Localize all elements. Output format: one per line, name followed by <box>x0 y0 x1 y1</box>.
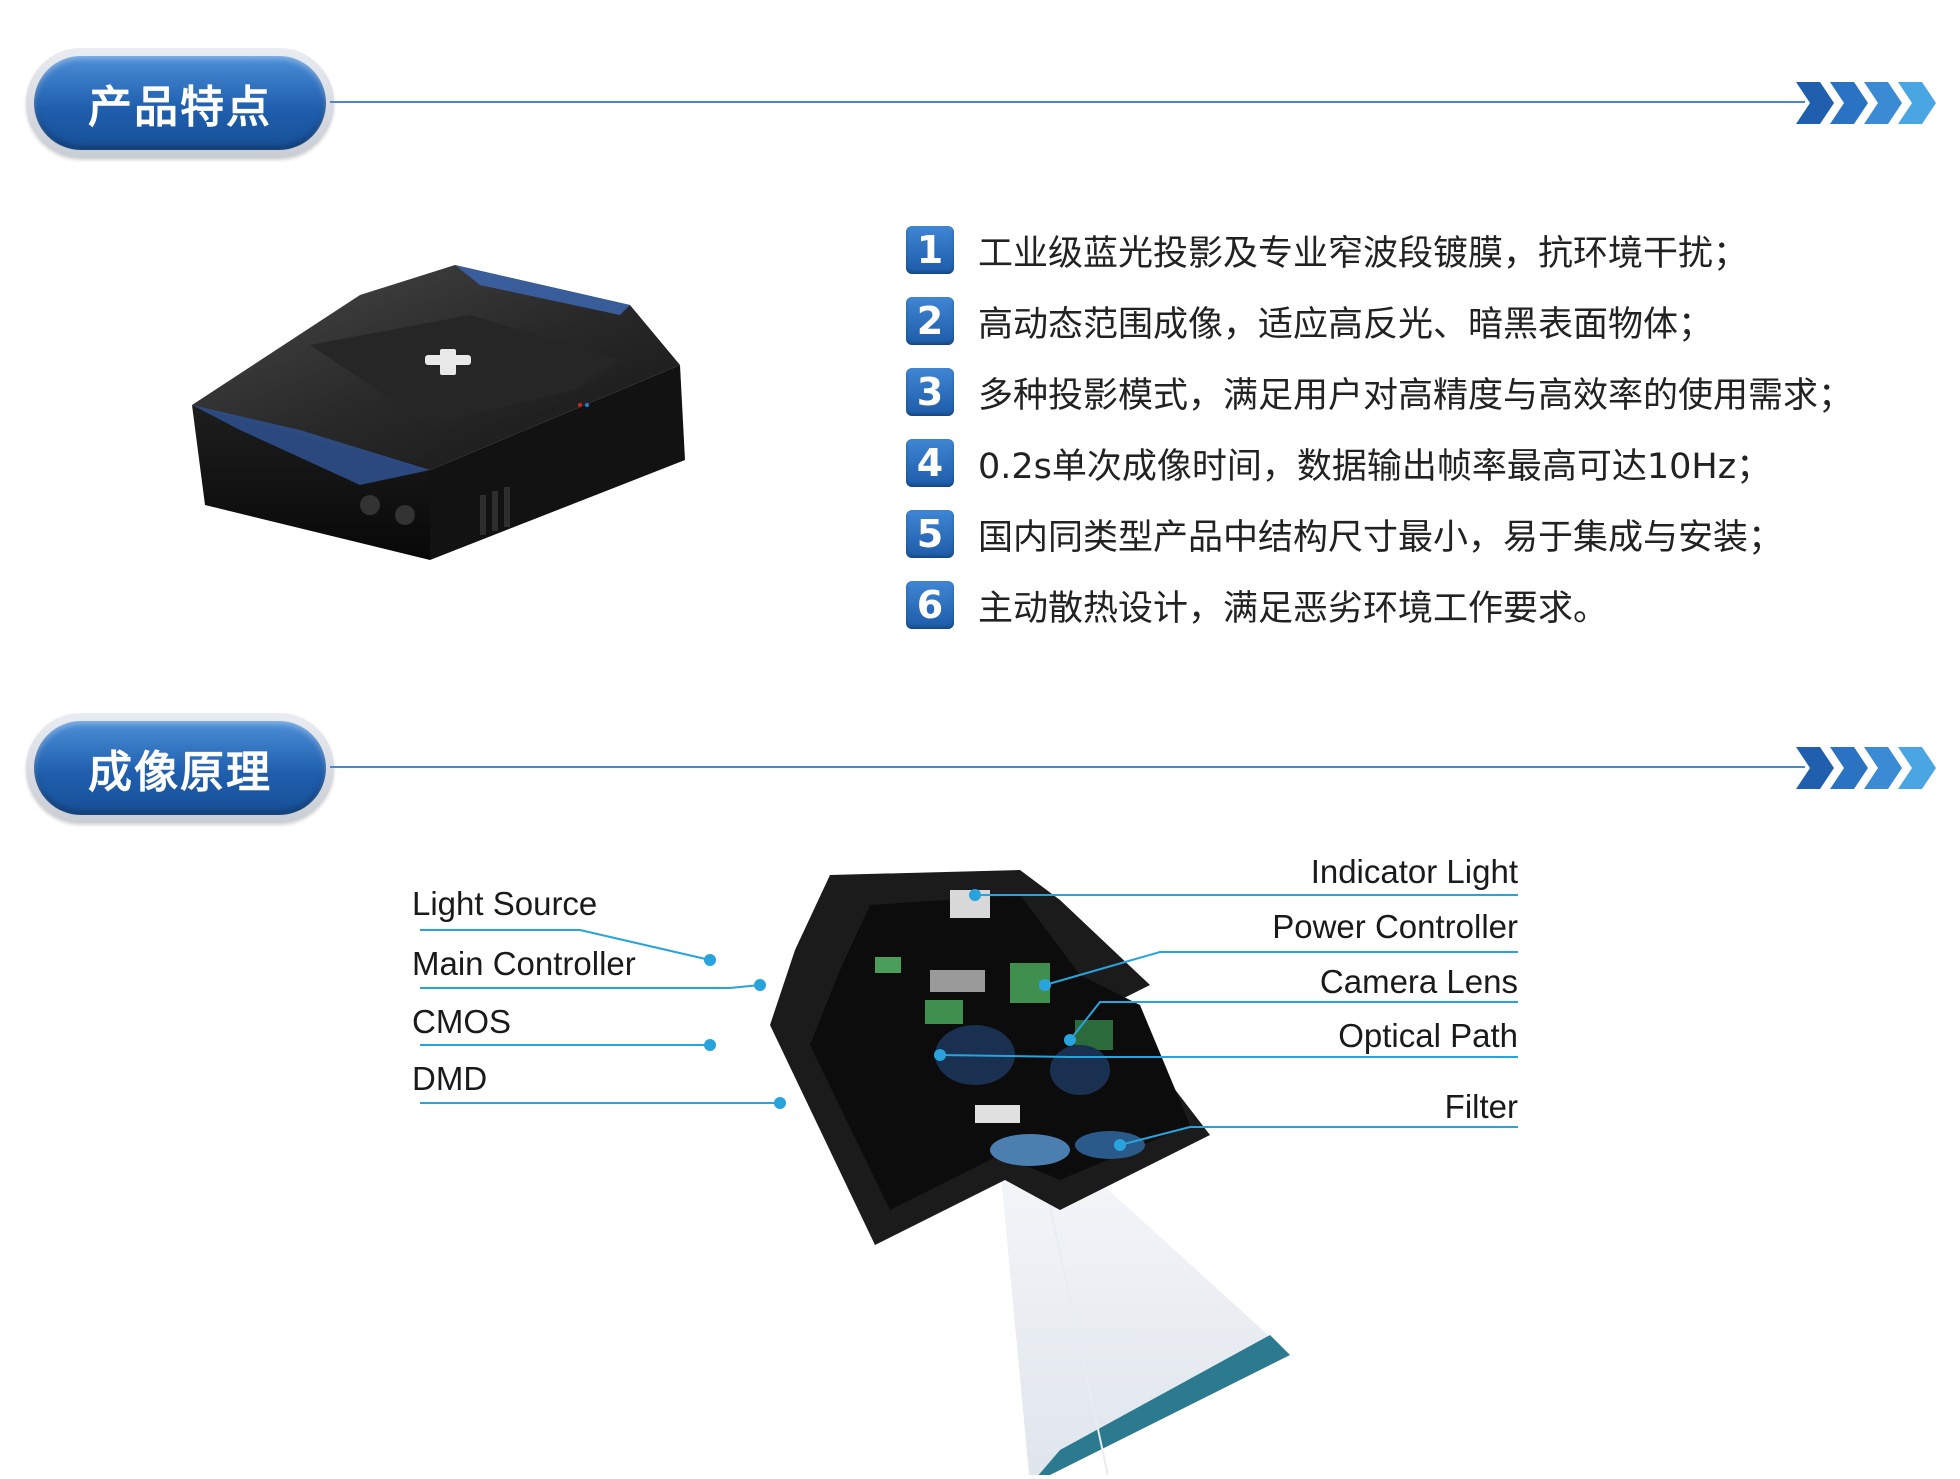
feature-text: 工业级蓝光投影及专业窄波段镀膜，抗环境干扰； <box>978 233 1749 274</box>
section-title: 产品特点 <box>88 82 272 133</box>
main-controller-label: Main Controller <box>412 945 636 982</box>
cmos-label: CMOS <box>412 1003 511 1040</box>
number-badge: 5 <box>906 510 954 558</box>
feature-text: 多种投影模式，满足用户对高精度与高效率的使用需求； <box>978 375 1854 416</box>
feature-text: 主动散热设计，满足恶劣环境工作要求。 <box>978 588 1609 629</box>
header-divider-line <box>330 101 1805 103</box>
chevron-arrows-icon <box>1796 747 1936 789</box>
feature-text: 0.2s单次成像时间，数据输出帧率最高可达10Hz； <box>978 446 1772 487</box>
number-badge: 2 <box>906 297 954 345</box>
section-title-pill: 成像原理 <box>26 713 334 823</box>
dmd-label: DMD <box>412 1060 488 1097</box>
number-badge: 6 <box>906 581 954 629</box>
feature-text: 国内同类型产品中结构尺寸最小，易于集成与安装； <box>978 517 1784 558</box>
light-source-label: Light Source <box>412 885 598 922</box>
optical-path-label: Optical Path <box>1338 1017 1518 1054</box>
list-item: 2 高动态范围成像，适应高反光、暗黑表面物体； <box>906 293 1946 349</box>
power-controller-label: Power Controller <box>1272 908 1518 945</box>
list-item: 4 0.2s单次成像时间，数据输出帧率最高可达10Hz； <box>906 435 1946 491</box>
list-item: 5 国内同类型产品中结构尺寸最小，易于集成与安装； <box>906 506 1946 562</box>
section-title-pill: 产品特点 <box>26 48 334 158</box>
filter-label: Filter <box>1444 1088 1518 1125</box>
feature-text: 高动态范围成像，适应高反光、暗黑表面物体； <box>978 304 1714 345</box>
list-item: 6 主动散热设计，满足恶劣环境工作要求。 <box>906 577 1946 633</box>
imaging-principle-diagram: Light Source Main Controller CMOS DMD In… <box>412 853 1540 1475</box>
device-cutaway-illustration <box>420 870 1518 1475</box>
product-device-image <box>192 265 685 560</box>
features-section-header: 产品特点 <box>0 48 1960 168</box>
header-divider-line <box>330 766 1805 768</box>
list-item: 1 工业级蓝光投影及专业窄波段镀膜，抗环境干扰； <box>906 222 1946 278</box>
indicator-light-label: Indicator Light <box>1310 853 1518 890</box>
camera-lens-label: Camera Lens <box>1319 963 1518 1000</box>
section-title: 成像原理 <box>88 747 272 798</box>
number-badge: 3 <box>906 368 954 416</box>
list-item: 3 多种投影模式，满足用户对高精度与高效率的使用需求； <box>906 364 1946 420</box>
chevron-arrows-icon <box>1796 82 1936 124</box>
number-badge: 4 <box>906 439 954 487</box>
principle-section-header: 成像原理 <box>0 713 1960 833</box>
number-badge: 1 <box>906 226 954 274</box>
